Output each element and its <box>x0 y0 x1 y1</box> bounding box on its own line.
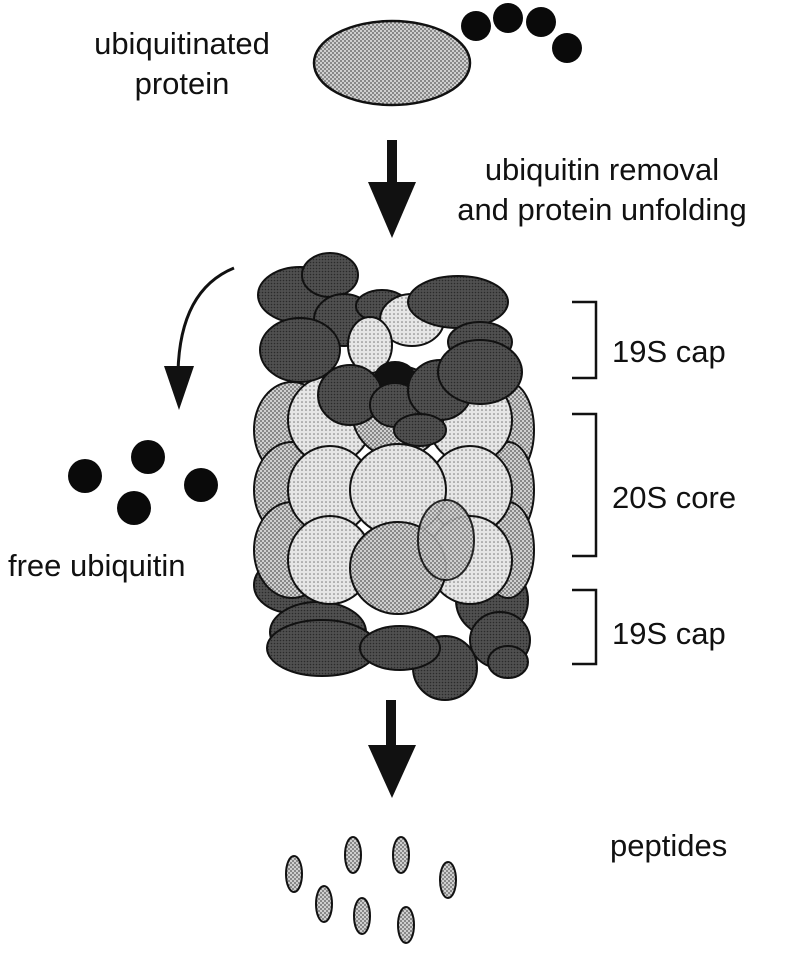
peptide <box>285 855 303 893</box>
bracket-top-cap <box>572 300 598 380</box>
protein-body <box>312 19 472 107</box>
down-arrow-icon <box>368 140 416 238</box>
free-ubiquitin-bead <box>117 491 151 525</box>
ubiquitin-bead <box>526 7 556 37</box>
peptide <box>392 836 410 874</box>
peptide <box>397 906 415 944</box>
label-ubiquitin-removal: ubiquitin removal and protein unfolding <box>416 150 788 230</box>
free-ubiquitin-bead <box>184 468 218 502</box>
label-line: and protein unfolding <box>457 192 747 227</box>
label-line: ubiquitinated <box>94 26 270 61</box>
down-arrow-icon <box>368 700 416 798</box>
ubiquitin-bead <box>493 3 523 33</box>
bracket-bottom-cap <box>572 588 598 666</box>
ubiquitin-bead <box>461 11 491 41</box>
label-19s-cap-bottom: 19S cap <box>612 616 726 651</box>
label-19s-cap-top: 19S cap <box>612 334 726 369</box>
label-ubiquitinated-protein: ubiquitinated protein <box>62 24 302 104</box>
peptide <box>315 885 333 923</box>
free-ubiquitin-group <box>68 440 218 525</box>
core-20s <box>253 365 535 615</box>
label-20s-core: 20S core <box>612 480 737 515</box>
label-free-ubiquitin: free ubiquitin <box>8 548 186 583</box>
peptide <box>353 897 371 935</box>
proteasome <box>253 252 535 701</box>
ubiquitinated-protein <box>312 3 582 107</box>
peptide <box>439 861 457 899</box>
ubiquitin-chain <box>461 3 582 63</box>
label-line: protein <box>134 66 230 101</box>
free-ubiquitin-bead <box>131 440 165 474</box>
curved-arrow-icon <box>164 266 235 410</box>
peptides-group <box>285 836 457 944</box>
top-19s-cap <box>257 252 523 447</box>
ubiquitin-bead <box>552 33 582 63</box>
free-ubiquitin-bead <box>68 459 102 493</box>
bracket-core <box>572 412 598 558</box>
peptide <box>344 836 362 874</box>
label-line: ubiquitin removal <box>484 152 720 187</box>
label-peptides: peptides <box>610 828 728 863</box>
